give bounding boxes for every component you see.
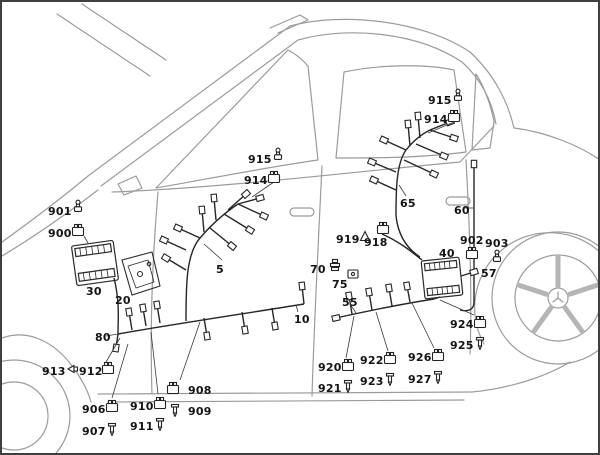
part-label-900: 900	[48, 227, 72, 240]
part-label-914-rear-roof: 914	[424, 113, 448, 126]
part-label-915-front-door: 915	[248, 153, 272, 166]
part-label-20: 20	[115, 294, 131, 307]
connector-icon	[465, 246, 479, 260]
nut-icon	[328, 258, 342, 272]
part-label-915-rear-roof: 915	[428, 94, 452, 107]
screw-icon	[473, 336, 487, 350]
clip-icon	[358, 229, 372, 243]
screw-icon	[153, 417, 167, 431]
control-module-30	[71, 239, 119, 287]
sensor-icon	[490, 249, 504, 263]
harness-main-floor	[112, 277, 306, 353]
part-label-914-front-door: 914	[244, 174, 268, 187]
connector-icon	[101, 361, 115, 375]
part-label-55: 55	[342, 296, 358, 309]
connector-icon	[71, 223, 85, 237]
part-label-57: 57	[481, 267, 497, 280]
harness-pillar-60	[459, 159, 478, 312]
leader-lines	[83, 121, 475, 399]
part-label-909: 909	[188, 405, 212, 418]
part-label-922: 922	[360, 354, 384, 367]
front-door-handle	[289, 207, 315, 217]
connector-icon	[376, 221, 390, 235]
part-label-70: 70	[310, 263, 326, 276]
connector-icon	[447, 109, 461, 123]
part-label-912: 912	[79, 365, 103, 378]
harness-rear-door	[366, 111, 460, 258]
harness-front-door	[158, 188, 270, 322]
part-label-926: 926	[408, 351, 432, 364]
harness-rear-floor	[331, 233, 480, 323]
connector-icon	[473, 315, 487, 329]
part-label-913: 913	[42, 365, 66, 378]
connector-icon	[341, 358, 355, 372]
part-label-908: 908	[188, 384, 212, 397]
part-label-10: 10	[294, 313, 310, 326]
part-label-903: 903	[485, 237, 509, 250]
part-label-910: 910	[130, 400, 154, 413]
part-label-902: 902	[460, 234, 484, 247]
screw-icon	[105, 422, 119, 436]
part-label-920: 920	[318, 361, 342, 374]
part-label-927: 927	[408, 373, 432, 386]
rear-door-handle	[445, 196, 471, 206]
rear-wheel	[474, 231, 598, 365]
screw-icon	[383, 372, 397, 386]
connector-icon	[383, 351, 397, 365]
part-label-30: 30	[86, 285, 102, 298]
screw-icon	[168, 403, 182, 417]
part-label-60: 60	[454, 204, 470, 217]
part-label-923: 923	[360, 375, 384, 388]
plate-icon	[346, 267, 360, 281]
part-label-40: 40	[439, 247, 455, 260]
part-label-918: 918	[364, 236, 388, 249]
connector-icon	[166, 381, 180, 395]
part-label-75: 75	[332, 278, 348, 291]
part-label-80: 80	[95, 331, 111, 344]
control-module-40	[420, 256, 464, 300]
connector-icon	[153, 396, 167, 410]
sensor-icon	[71, 199, 85, 213]
part-label-919: 919	[336, 233, 360, 246]
sensor-icon	[451, 88, 465, 102]
screw-icon	[341, 379, 355, 393]
connector-icon	[267, 170, 281, 184]
part-label-907: 907	[82, 425, 106, 438]
part-label-924: 924	[450, 318, 474, 331]
part-label-911: 911	[130, 420, 154, 433]
sensor-icon	[271, 147, 285, 161]
screw-icon	[431, 370, 445, 384]
part-label-901: 901	[48, 205, 72, 218]
part-label-906: 906	[82, 403, 106, 416]
connector-icon	[105, 399, 119, 413]
car-outline	[2, 3, 598, 453]
part-label-925: 925	[450, 339, 474, 352]
part-label-5: 5	[216, 263, 224, 276]
connector-icon	[431, 348, 445, 362]
plug-left-icon	[65, 362, 79, 376]
part-label-65: 65	[400, 197, 416, 210]
mounting-bracket-20	[121, 251, 161, 296]
part-label-921: 921	[318, 382, 342, 395]
